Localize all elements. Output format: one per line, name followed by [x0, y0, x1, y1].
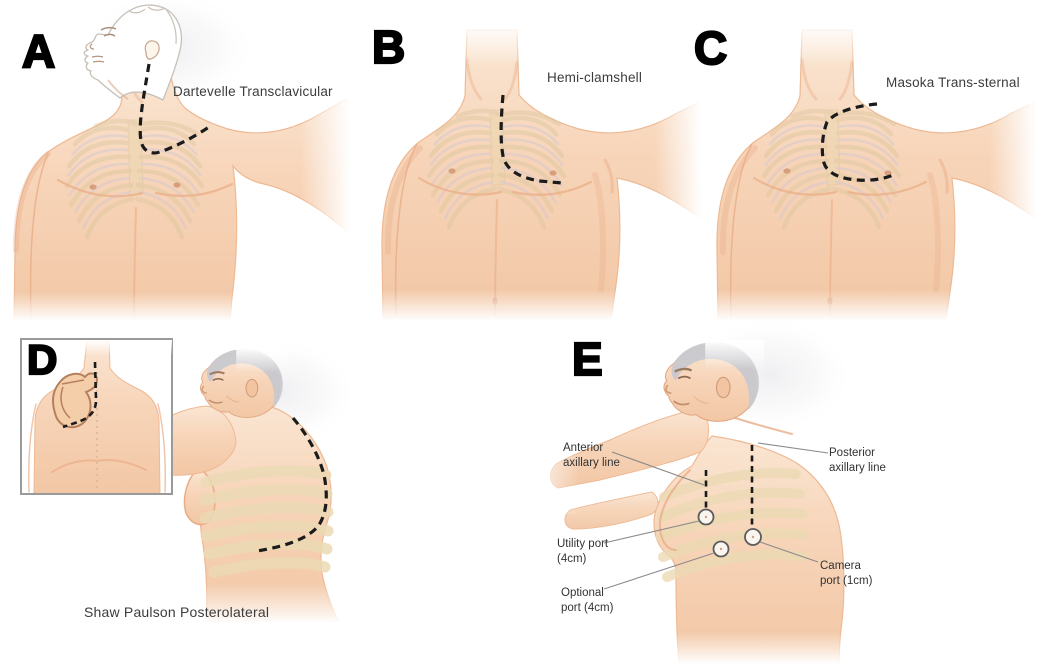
anterior-line-leader: [611, 451, 705, 486]
eyebrow: [100, 26, 117, 31]
optional-port-label-line1: Optional: [561, 587, 604, 599]
leader-lines: [603, 442, 829, 590]
nipple-left: [89, 184, 97, 190]
panel-e-annotations: Anterior axillary line Posterior axillar…: [557, 442, 886, 614]
panel-d-caption: Shaw Paulson Posterolateral: [84, 604, 269, 620]
scapula: [51, 372, 99, 429]
rib-bands: [199, 465, 334, 578]
tilted-head-outline: [83, 4, 183, 101]
optional-port-leader: [603, 552, 715, 590]
posterior-axillary-label-line1: Posterior: [829, 447, 875, 459]
port-markers: [697, 508, 762, 558]
incision-line-hemi-clamshell: [499, 94, 563, 185]
anterior-axillary-label-line2: axillary line: [563, 457, 620, 469]
utility-port-label-line2: (4cm): [557, 553, 587, 565]
panel-e: Anterior axillary line Posterior axillar…: [520, 317, 886, 664]
incision-line-dartevelle: [138, 63, 210, 155]
camera-port-label-line2: port (1cm): [820, 575, 873, 587]
nipple-right: [173, 182, 181, 188]
incision-line-posterolateral: [256, 416, 328, 553]
rib-bands: [656, 468, 809, 582]
breast-fold: [658, 469, 691, 551]
forearm: [564, 491, 659, 530]
optional-port-label-line2: port (4cm): [561, 602, 614, 614]
panel-d-inset: D: [20, 335, 173, 495]
inset-incision-line: [62, 361, 98, 429]
closed-eye: [103, 33, 116, 37]
utility-port-leader: [603, 520, 700, 544]
panel-a: A Dartevelle Transclavicular: [6, 0, 350, 321]
panel-d: D Shaw Paulson Posterolateral: [20, 335, 358, 624]
camera-port-label-line1: Camera: [820, 560, 862, 572]
panel-a-title: Dartevelle Transclavicular: [173, 84, 333, 99]
panel-b-letter: B: [372, 21, 405, 73]
panel-c-title: Masoka Trans-sternal: [886, 75, 1020, 90]
panel-b-title: Hemi-clamshell: [547, 70, 642, 85]
ear: [144, 40, 160, 60]
nose-and-lips: [89, 43, 105, 63]
anterior-axillary-label-line1: Anterior: [563, 442, 603, 454]
incision-line-masoka: [820, 102, 894, 182]
posterior-axillary-label-line2: axillary line: [829, 462, 886, 474]
posterior-line-leader: [757, 442, 829, 454]
panel-c-letter: C: [694, 22, 727, 74]
panel-b: B Hemi-clamshell: [371, 21, 701, 321]
panel-d-letter: D: [27, 336, 57, 383]
panel-e-letter: E: [572, 333, 603, 385]
panel-a-letter: A: [22, 25, 55, 77]
panel-c: C Masoka Trans-sternal: [693, 22, 1036, 321]
utility-port-label-line1: Utility port: [557, 538, 609, 550]
camera-port-leader: [759, 541, 819, 563]
